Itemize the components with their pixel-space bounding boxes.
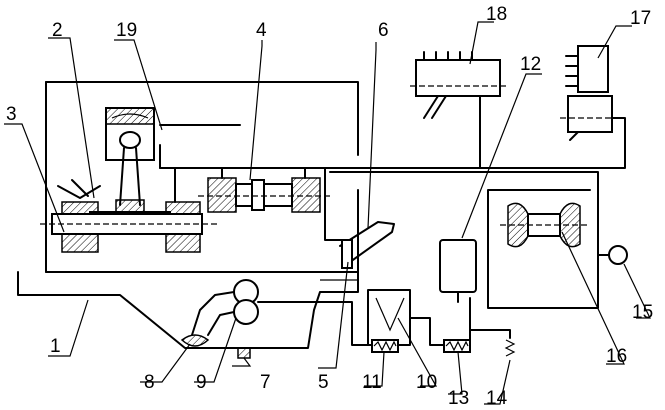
centrifugal-filter [439,239,477,303]
label-6: 6 [378,20,389,41]
crankshaft [40,179,218,253]
turbocharger [500,202,590,248]
label-11: 11 [362,372,382,393]
label-9: 9 [196,372,207,393]
label-2: 2 [52,20,63,41]
label-7: 7 [260,372,271,393]
drain-plug [237,347,251,359]
engine-block [45,81,359,273]
leader-lines [4,21,651,405]
compressor-unit [560,45,620,141]
bypass-valve-11 [371,339,399,353]
oil-gallery [159,91,626,309]
label-5: 5 [318,372,329,393]
pressure-gauge [597,245,628,265]
label-10: 10 [416,372,437,393]
label-19: 19 [116,20,137,41]
pressure-valve [341,239,353,269]
bypass-valve-13 [443,339,471,353]
fuel-pump-unit [410,51,506,119]
oil-filler-neck [339,221,395,263]
label-8: 8 [144,372,155,393]
label-17: 17 [630,8,651,29]
label-12: 12 [520,54,541,75]
label-16: 16 [606,346,627,367]
label-13: 13 [448,388,469,409]
label-3: 3 [6,104,17,125]
label-1: 1 [50,336,61,357]
oil-pump [180,279,321,347]
label-18: 18 [486,4,507,25]
oil-sump [17,271,359,349]
part-labels: 1 2 3 4 5 6 7 8 9 10 11 12 13 14 15 16 1… [6,4,653,409]
oil-cooler [319,289,471,346]
label-15: 15 [632,302,653,323]
label-14: 14 [486,388,508,409]
label-4: 4 [256,20,267,41]
relief-valve-14 [469,329,516,357]
camshaft [198,177,330,213]
